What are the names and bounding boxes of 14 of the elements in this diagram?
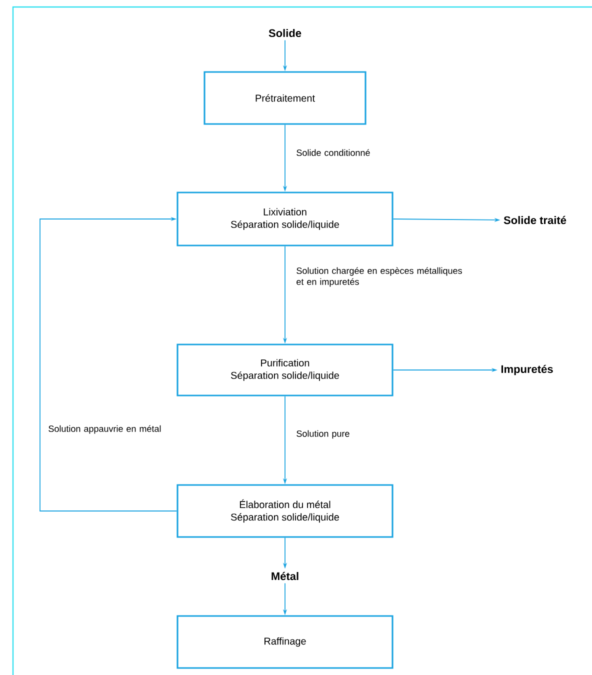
edge-label: Solution chargée en espèces métalliques et en impuretés (296, 267, 462, 287)
edge-label: Solution pure (296, 430, 350, 439)
process-box: Élaboration du métal Séparation solide/liquide (176, 484, 394, 538)
stream-label: Solide (268, 28, 302, 38)
stream-label: Métal (272, 572, 298, 580)
process-box: Raffinage (176, 615, 394, 669)
stream-label: Solide traité (504, 216, 566, 224)
process-box: Lixiviation Séparation solide/liquide (176, 192, 394, 246)
edge-label: Solide conditionné (296, 149, 370, 156)
process-box: Purification Séparation solide/liquide (176, 344, 394, 396)
process-box: Prétraitement (204, 71, 366, 125)
edge-label: Solution appauvrie en métal (48, 425, 161, 434)
stream-label: Impuretés (501, 364, 553, 376)
arrow (40, 216, 178, 512)
